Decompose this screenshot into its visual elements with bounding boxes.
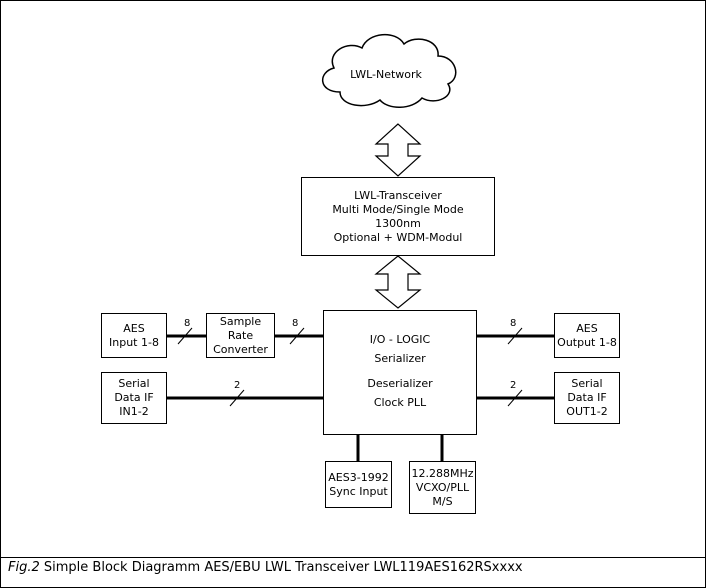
network-transceiver-double-arrow [374,123,422,177]
serial-out-line-1: Serial [571,377,603,390]
vcxo-block: 12.288MHz VCXO/PLL M/S [409,461,476,514]
aes-output-line-2: Output 1-8 [557,335,617,349]
serial-in-line-2: Data IF [114,391,154,404]
serial-out-line-3: OUT1-2 [566,405,608,418]
serial-out-bus-width: 2 [510,380,517,391]
sync-line-1: AES3-1992 [328,470,389,484]
caption-divider [1,557,705,558]
serial-in-bus-slash [229,389,245,407]
vcxo-line-1: 12.288MHz [411,466,474,480]
transceiver-block: LWL-Transceiver Multi Mode/Single Mode 1… [301,177,495,256]
io-logic-deserializer: Deserializer [367,377,433,390]
vcxo-line-3: M/S [432,494,453,508]
aes-output-block: AES Output 1-8 [554,313,620,358]
aes-output-bus-slash [507,327,523,345]
aes-output-line-1: AES [576,321,598,335]
src-line-1: Sample Rate [219,314,262,342]
serial-in-bus-width: 2 [234,380,241,391]
network-cloud-label: LWL-Network [350,68,422,81]
serial-out-line-2: Data IF [567,391,607,404]
aes-input-bus-slash [177,327,193,345]
figure-caption-text: Simple Block Diagramm AES/EBU LWL Transc… [43,560,523,575]
transceiver-line-1: LWL-Transceiver [354,188,442,202]
figure-number: Fig.2 [8,560,40,575]
io-logic-clock-pll: Clock PLL [373,396,427,409]
io-logic-serializer: Serializer [374,352,426,365]
serial-in-line-1: Serial [118,377,150,390]
io-logic-title: I/O - LOGIC [369,333,431,346]
aes-in-bus-width: 8 [184,318,191,329]
sync-line-2: Sync Input [329,484,388,498]
aes-input-line-1: AES [123,321,145,335]
serial-in-line-3: IN1-2 [119,405,149,418]
vcxo-line-2: VCXO/PLL [415,480,470,494]
aes-input-block: AES Input 1-8 [101,313,167,358]
figure-caption: Fig.2 Simple Block Diagramm AES/EBU LWL … [8,560,523,575]
src-output-bus-slash [289,327,305,345]
aes-out-bus-width: 8 [510,318,517,329]
transceiver-line-2: Multi Mode/Single Mode [332,202,464,216]
network-cloud-shape [322,34,457,108]
transceiver-line-3: 1300nm [375,216,421,230]
sync-input-block: AES3-1992 Sync Input [325,461,392,508]
sample-rate-converter-block: Sample Rate Converter [206,313,275,358]
serial-out-bus-slash [507,389,523,407]
transceiver-line-4: Optional + WDM-Modul [333,230,463,244]
serial-in-block: Serial Data IF IN1-2 [101,372,167,424]
src-out-bus-width: 8 [292,318,299,329]
transceiver-logic-double-arrow [374,255,422,309]
io-logic-block [323,310,477,435]
aes-input-line-2: Input 1-8 [109,335,159,349]
src-line-2: Converter [213,342,268,356]
serial-out-block: Serial Data IF OUT1-2 [554,372,620,424]
